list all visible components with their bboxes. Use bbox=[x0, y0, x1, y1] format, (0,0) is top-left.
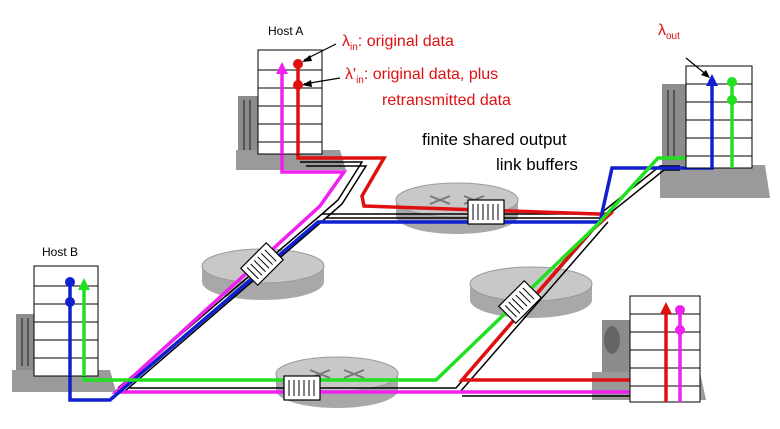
lambda-out-symbol: λ bbox=[658, 22, 666, 39]
lambda-in-desc: : original data bbox=[357, 33, 454, 50]
buffers-caption-1: finite shared output bbox=[422, 130, 567, 149]
lambda-prime-desc-2: retransmitted data bbox=[382, 92, 511, 109]
lambda-prime-annotation: λ'in: original data, plus bbox=[345, 66, 498, 86]
host-a-shade bbox=[236, 96, 346, 170]
buffer-bottom bbox=[283, 375, 321, 401]
host-b-label: Host B bbox=[42, 245, 79, 259]
flow-magenta bbox=[111, 72, 682, 394]
lambda-in-symbol: λ bbox=[342, 33, 350, 50]
flow-red bbox=[296, 85, 668, 382]
buffer-top bbox=[467, 199, 505, 225]
buffers-caption-2: link buffers bbox=[496, 155, 578, 174]
host-a-label: Host A bbox=[268, 24, 304, 38]
buffer-right bbox=[497, 279, 543, 325]
buffer-left bbox=[239, 241, 285, 287]
lambda-out-annotation: λout bbox=[658, 22, 680, 42]
lambda-prime-symbol: λ' bbox=[345, 66, 357, 83]
host-out-rack bbox=[685, 65, 753, 169]
lambda-prime-desc-1: : original data, plus bbox=[363, 66, 499, 83]
lambda-out-subscript: out bbox=[666, 31, 680, 43]
host-out-shade bbox=[660, 84, 770, 198]
lambda-prime-subscript: in bbox=[356, 75, 364, 87]
lambda-in-subscript: in bbox=[350, 42, 358, 54]
host-a-rack bbox=[257, 49, 323, 155]
lambda-in-annotation: λin: original data bbox=[342, 33, 454, 53]
